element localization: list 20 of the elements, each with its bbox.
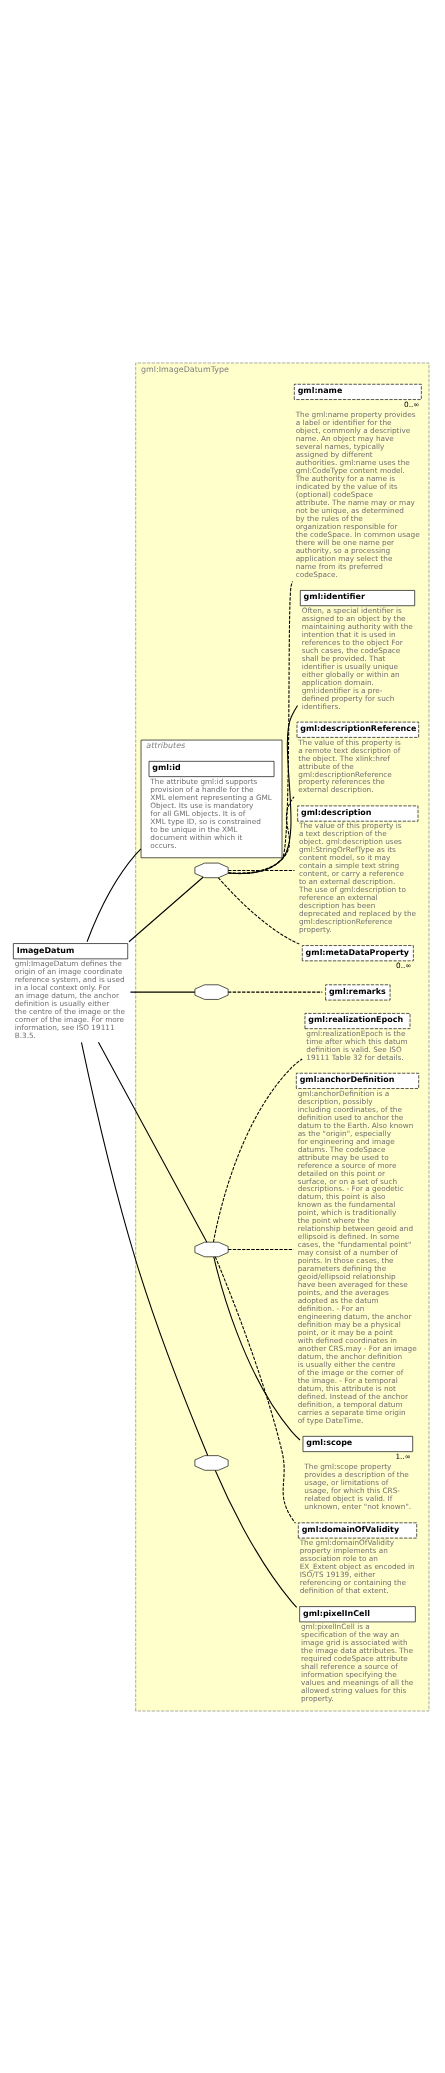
- connector: [217, 876, 300, 945]
- connector: [128, 876, 204, 942]
- connector: [80, 1041, 209, 1456]
- node-octagon: [194, 1454, 229, 1471]
- connector: [86, 847, 142, 942]
- connector: [214, 1469, 298, 1608]
- connector: [227, 869, 296, 871]
- node-octagon: [194, 1241, 229, 1257]
- connector: [212, 1057, 303, 1243]
- connector: [227, 1248, 295, 1250]
- connector: [227, 580, 294, 874]
- connector: [227, 704, 299, 874]
- connector: [97, 1041, 208, 1243]
- node-octagon: [194, 983, 229, 1000]
- connector: [214, 1255, 296, 1524]
- connector: [213, 1255, 301, 1441]
- node-octagon: [194, 862, 229, 878]
- connector: [227, 991, 323, 993]
- connector: [227, 795, 295, 874]
- connector: [129, 991, 196, 993]
